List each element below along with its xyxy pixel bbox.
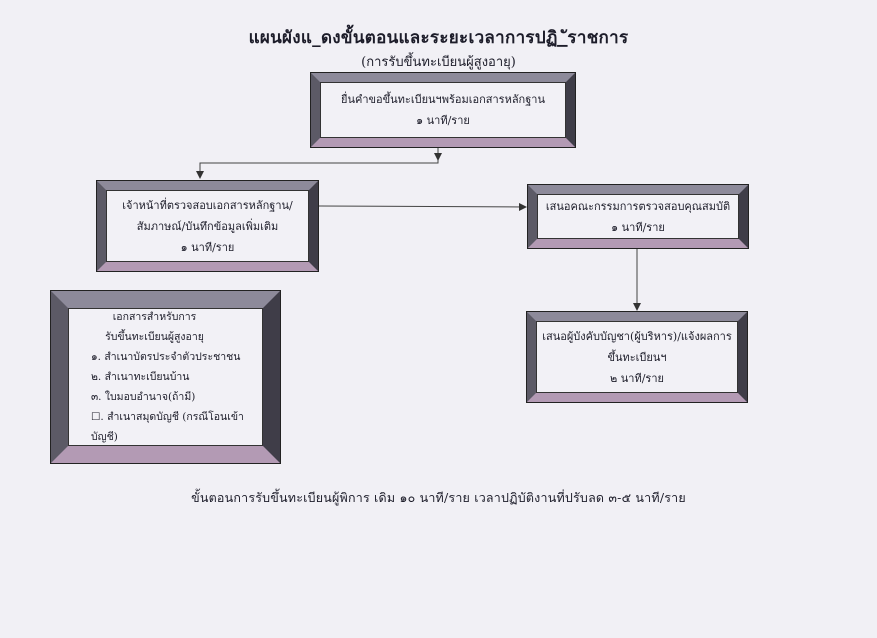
step-time: ๑ นาที/ราย xyxy=(416,114,470,127)
documents-content: เอกสารสำหรับการ รับขึ้นทะเบียนผู้สูงอายุ… xyxy=(68,308,263,446)
step-text-line: ยื่นคำขอขึ้นทะเบียนฯพร้อมเอกสารหลักฐาน xyxy=(341,93,545,106)
page-title: แผนผังแ_ดงขั้นตอนและระยะเวลาการปฏิ_ัราชก… xyxy=(248,28,629,48)
step-committee-content: เสนอคณะกรรมการตรวจสอบคุณสมบัติ ๑ นาที/รา… xyxy=(537,194,739,239)
step-text-line: สัมภาษณ์/บันทึกข้อมูลเพิ่มเติม xyxy=(136,219,279,233)
box-bevel xyxy=(311,73,575,147)
step-text-line: เจ้าหน้าที่ตรวจสอบเอกสารหลักฐาน/ xyxy=(122,198,293,212)
box-bevel xyxy=(528,185,748,248)
step-time: ๒ นาที/ราย xyxy=(610,371,664,385)
step-time: ๑ นาที/ราย xyxy=(611,220,665,234)
box-bevel xyxy=(527,312,747,402)
step-verify-content: เจ้าหน้าที่ตรวจสอบเอกสารหลักฐาน/ สัมภาษณ… xyxy=(106,190,309,262)
step-text-line: เสนอคณะกรรมการตรวจสอบคุณสมบัติ xyxy=(545,199,731,213)
page-subtitle: (การรับขึ้นทะเบียนผู้สูงอายุ) xyxy=(361,55,516,70)
step-time: ๑ นาที/ราย xyxy=(180,240,235,254)
document-item: ☐. สำเนาสมุดบัญชี (กรณีโอนเข้าบัญชี) xyxy=(91,411,244,443)
document-item: ๒. สำเนาทะเบียนบ้าน xyxy=(91,371,190,383)
step-verify-box: เจ้าหน้าที่ตรวจสอบเอกสารหลักฐาน/ สัมภาษณ… xyxy=(96,180,319,272)
documents-heading: เอกสารสำหรับการ xyxy=(112,311,197,323)
documents-box: เอกสารสำหรับการ รับขึ้นทะเบียนผู้สูงอายุ… xyxy=(50,290,281,464)
arrow-submit-to-verify xyxy=(196,148,439,179)
step-committee-box: เสนอคณะกรรมการตรวจสอบคุณสมบัติ ๑ นาที/รา… xyxy=(527,184,749,249)
step-submit-box: ยื่นคำขอขึ้นทะเบียนฯพร้อมเอกสารหลักฐาน ๑… xyxy=(310,72,576,148)
arrow-verify-to-committee xyxy=(318,202,527,211)
step-text-line: ขึ้นทะเบียนฯ xyxy=(607,350,667,364)
step-submit-content: ยื่นคำขอขึ้นทะเบียนฯพร้อมเอกสารหลักฐาน ๑… xyxy=(320,82,566,138)
document-item: ๑. สำเนาบัตรประจำตัวประชาชน xyxy=(91,351,241,363)
document-item: ๓. ใบมอบอำนาจ(ถ้ามี) xyxy=(91,391,196,403)
step-approve-content: เสนอผู้บังคับบัญชา(ผู้บริหาร)/แจ้งผลการ … xyxy=(536,321,738,393)
step-approve-box: เสนอผู้บังคับบัญชา(ผู้บริหาร)/แจ้งผลการ … xyxy=(526,311,748,403)
step-text-line: เสนอผู้บังคับบัญชา(ผู้บริหาร)/แจ้งผลการ xyxy=(542,329,732,343)
footer-note: ขั้นตอนการรับขึ้นทะเบียนผู้พิการ เดิม ๑๐… xyxy=(191,490,686,505)
box-bevel xyxy=(97,181,318,271)
box-bevel xyxy=(51,291,280,463)
documents-heading: รับขึ้นทะเบียนผู้สูงอายุ xyxy=(105,331,204,343)
